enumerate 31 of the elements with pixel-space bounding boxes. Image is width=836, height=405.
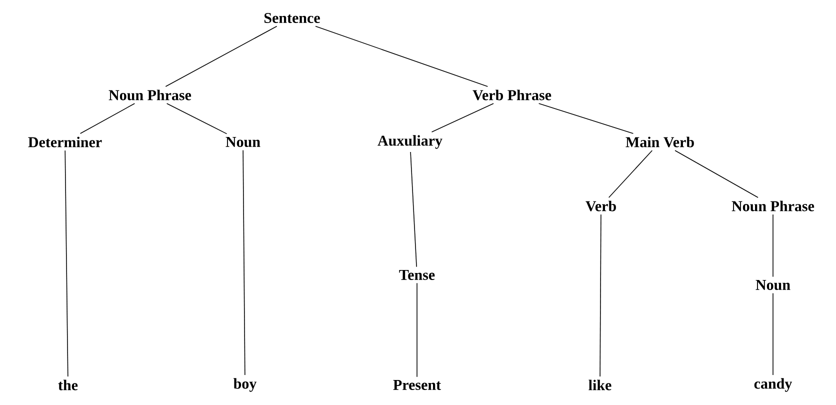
tree-branch (242, 150, 246, 376)
tree-label: Main Verb (626, 136, 694, 148)
tree-label: Sentence (264, 12, 320, 24)
tree-label: the (58, 380, 78, 390)
tree-label: candy (754, 378, 792, 392)
tree-label: Verb (586, 200, 616, 212)
tree-branch (165, 26, 278, 87)
tree-label: Noun Phrase (732, 200, 814, 212)
tree-branch (772, 292, 774, 376)
tree-branch (608, 150, 653, 198)
tree-branch (600, 214, 602, 377)
tree-branch (410, 152, 417, 268)
tree-branch (772, 214, 774, 278)
tree-label: Verb Phrase (472, 90, 552, 100)
tree-label: Noun (226, 137, 260, 147)
tree-branch (166, 103, 228, 134)
tree-label: like (588, 380, 612, 390)
tree-label: Noun (756, 280, 790, 290)
tree-label: Present (393, 380, 441, 390)
tree-branch (674, 150, 758, 198)
tree-branch (416, 282, 418, 378)
tree-label: boy (234, 378, 257, 392)
tree-label: Auxuliary (378, 135, 442, 149)
tree-branch (80, 103, 136, 134)
tree-branch (315, 26, 488, 87)
tree-branch (538, 103, 634, 134)
tree-label: Noun Phrase (108, 90, 192, 100)
tree-label: Tense (399, 270, 435, 280)
tree-branch (64, 150, 68, 377)
tree-label: Determiner (28, 136, 102, 148)
tree-branch (431, 103, 494, 132)
